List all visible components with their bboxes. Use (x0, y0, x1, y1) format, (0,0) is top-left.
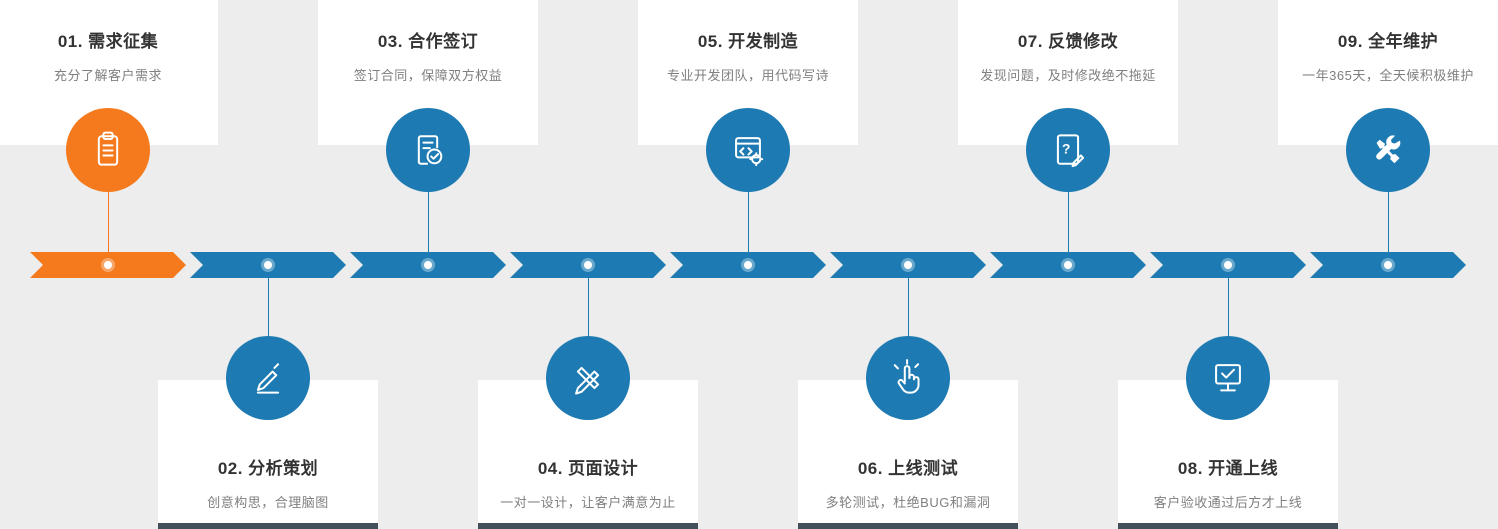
section-divider (1118, 523, 1338, 529)
step-icon-circle (1186, 336, 1270, 420)
timeline-dot (904, 261, 912, 269)
step-connector (1228, 265, 1229, 338)
section-divider (798, 523, 1018, 529)
step-title: 03. 合作签订 (377, 32, 479, 51)
code-window-icon (735, 137, 764, 167)
step-subtitle: 创意构思，合理脑图 (207, 495, 329, 510)
step-subtitle: 多轮测试，杜绝BUG和漏洞 (825, 495, 991, 510)
step-icon-circle: ? (1026, 108, 1110, 192)
step-subtitle: 一年365天，全天候积极维护 (1302, 68, 1474, 83)
step-connector (748, 190, 749, 265)
step-card: 08. 开通上线 客户验收通过后方才上线 (1118, 380, 1338, 529)
step-connector (908, 265, 909, 338)
step-connector (588, 265, 589, 338)
step-icon-circle (386, 108, 470, 192)
step-title: 07. 反馈修改 (1017, 32, 1119, 51)
feedback-question-icon: ? (1056, 134, 1085, 168)
step-title: 04. 页面设计 (537, 459, 639, 478)
step-subtitle: 发现问题，及时修改绝不拖延 (980, 68, 1156, 83)
step-icon-circle (866, 336, 950, 420)
step-icon-circle (546, 336, 630, 420)
step-title: 05. 开发制造 (697, 32, 799, 51)
section-divider (158, 523, 378, 529)
step-subtitle: 充分了解客户需求 (53, 68, 162, 83)
step-subtitle: 客户验收通过后方才上线 (1153, 495, 1303, 510)
step-title: 09. 全年维护 (1337, 32, 1439, 51)
timeline-dot (264, 261, 272, 269)
crossed-pens-icon (575, 366, 600, 395)
step-title: 02. 分析策划 (217, 459, 319, 478)
step-title: 08. 开通上线 (1177, 459, 1279, 478)
timeline-dot (104, 261, 112, 269)
step-connector (108, 190, 109, 265)
timeline-dot (424, 261, 432, 269)
timeline-dot (584, 261, 592, 269)
step-subtitle: 签订合同，保障双方权益 (353, 68, 503, 83)
click-hand-icon (893, 359, 920, 394)
step-icon-circle (1346, 108, 1430, 192)
step-title: 01. 需求征集 (57, 32, 159, 51)
timeline-dot (1224, 261, 1232, 269)
clipboard-list-icon (97, 131, 119, 166)
timeline-dot (1064, 261, 1072, 269)
step-connector (1068, 190, 1069, 265)
step-title: 06. 上线测试 (857, 459, 959, 478)
step-icon-circle (706, 108, 790, 192)
design-pencil-icon (256, 363, 280, 394)
step-connector (428, 190, 429, 265)
step-card: 02. 分析策划 创意构思，合理脑图 (158, 380, 378, 529)
monitor-check-icon (1215, 364, 1241, 392)
step-connector (1388, 190, 1389, 265)
step-icon-circle (66, 108, 150, 192)
timeline-dot (744, 261, 752, 269)
contract-check-icon (417, 135, 443, 165)
step-connector (268, 265, 269, 338)
wrench-screwdriver-icon (1376, 135, 1401, 164)
step-icon-circle (226, 336, 310, 420)
section-divider (478, 523, 698, 529)
step-subtitle: 一对一设计，让客户满意为止 (500, 495, 676, 510)
svg-text:?: ? (1062, 142, 1070, 157)
step-subtitle: 专业开发团队，用代码写诗 (666, 68, 829, 83)
timeline-dot (1384, 261, 1392, 269)
